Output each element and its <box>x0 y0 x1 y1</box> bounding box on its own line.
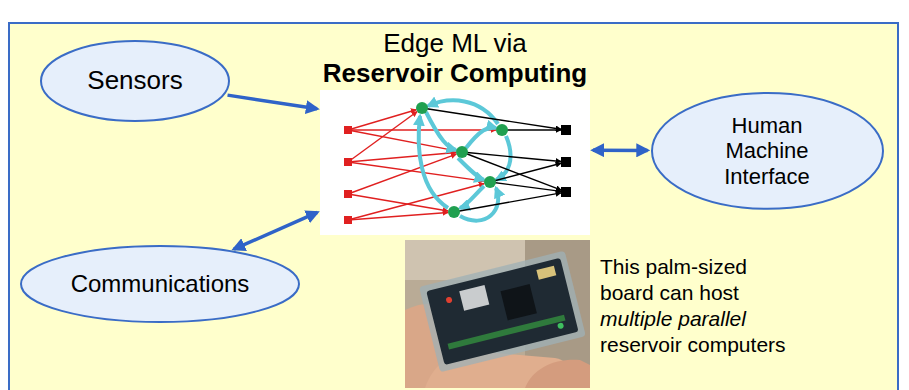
caption-text: reservoir computers <box>600 332 786 358</box>
board-photo <box>405 240 590 388</box>
connector-arrow <box>228 95 318 109</box>
reservoir-illustration <box>320 90 590 235</box>
connector-arrow <box>234 212 317 249</box>
heading-line: Edge ML via <box>323 28 587 58</box>
photo-caption: This palm-sized board can hostmultiple p… <box>600 254 786 358</box>
node-label: Human Machine Interface <box>692 113 842 189</box>
reservoir-network: Edge ML viaReservoir Computing <box>320 90 590 235</box>
node-label: Sensors <box>87 66 182 96</box>
hmi-ellipse: Human Machine Interface <box>651 92 884 210</box>
section-heading: Edge ML viaReservoir Computing <box>323 28 587 88</box>
sensor-ellipse: Sensors <box>40 40 230 122</box>
caption-text: This palm-sized board can host <box>600 254 775 306</box>
node-label: Communications <box>71 270 250 298</box>
heading-bold: Reservoir Computing <box>323 58 587 88</box>
connector-arrow <box>593 148 648 152</box>
comms-ellipse: Communications <box>20 245 300 323</box>
caption-text: multiple parallel <box>600 306 786 332</box>
